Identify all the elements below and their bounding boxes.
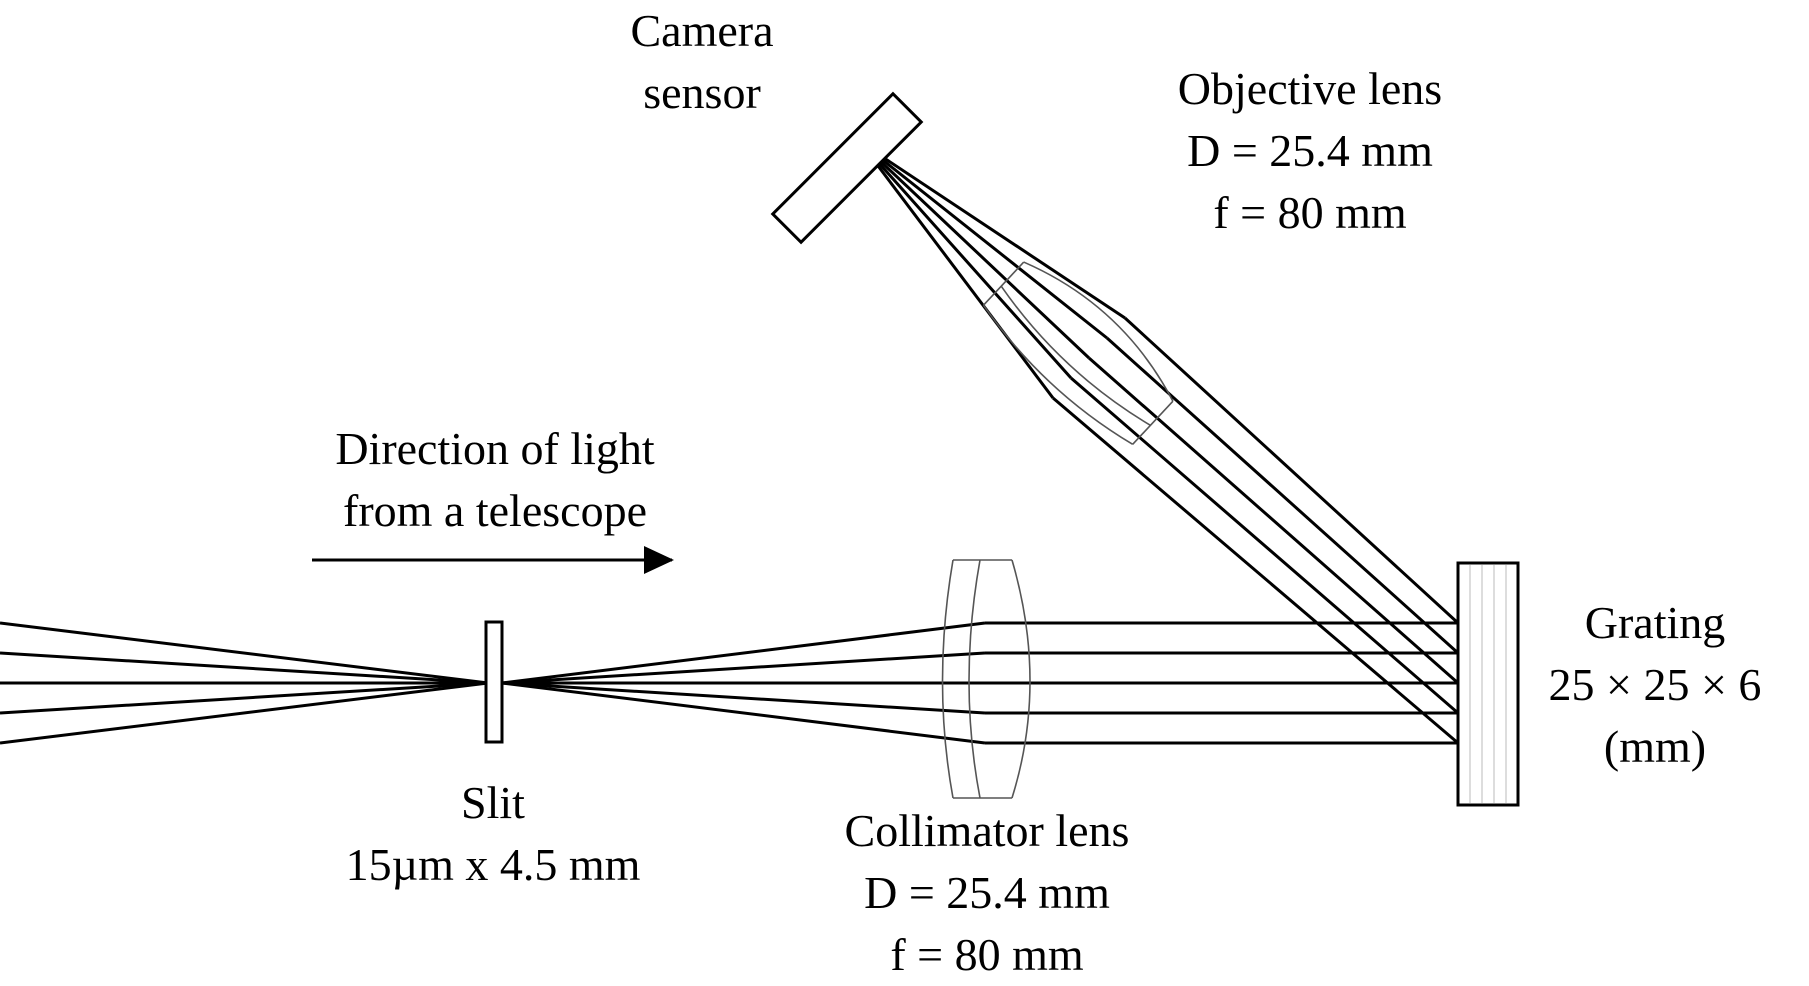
direction-label: Direction of light from a telescope	[335, 423, 655, 536]
diffracted-rays	[1052, 316, 1460, 745]
direction-arrowhead-icon	[644, 546, 674, 574]
grating	[1456, 561, 1520, 807]
collimated-rays	[985, 621, 1458, 745]
collimator-lens	[941, 559, 1031, 799]
slit	[484, 620, 504, 744]
focused-rays	[858, 140, 1126, 399]
objective-lens-label: Objective lens D = 25.4 mm f = 80 mm	[1177, 63, 1443, 238]
collimator-lens-label: Collimator lens D = 25.4 mm f = 80 mm	[844, 805, 1130, 980]
camera-sensor-label: Camera sensor	[630, 5, 774, 118]
camera-sensor	[770, 91, 924, 245]
slit-label: Slit 15µm x 4.5 mm	[345, 777, 641, 890]
objective-lens	[982, 261, 1174, 446]
diverging-rays	[501, 621, 986, 745]
grating-label: Grating 25 × 25 × 6 (mm)	[1548, 597, 1762, 772]
incoming-rays	[0, 621, 489, 745]
